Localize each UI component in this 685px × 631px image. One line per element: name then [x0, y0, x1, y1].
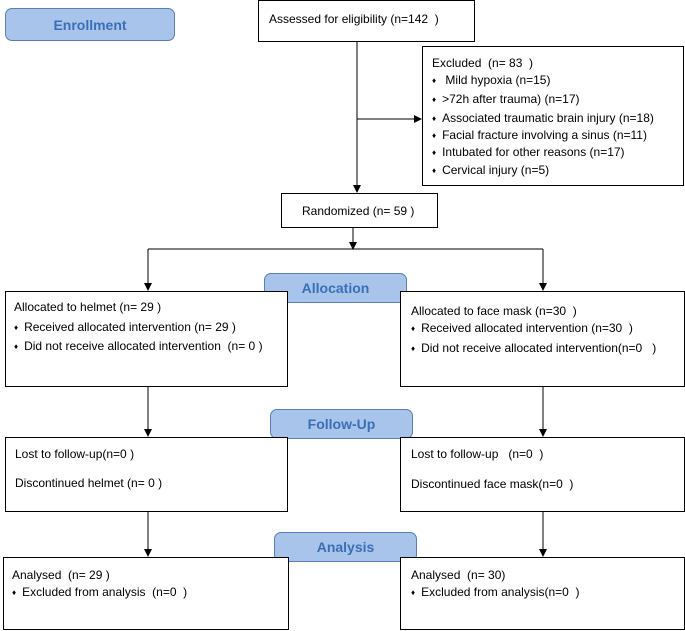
- bullet-icon: ♦: [411, 324, 416, 333]
- followup-helmet-box: Lost to follow-up(n=0 ) Discontinued hel…: [5, 437, 288, 512]
- assessed-text: Assessed for eligibility (n=142 ): [269, 12, 439, 26]
- followup-facemask-lost: Lost to follow-up (n=0 ): [411, 447, 544, 461]
- excluded-item: ♦Intubated for other reasons (n=17): [432, 145, 625, 159]
- excluded-item: ♦Cervical injury (n=5): [432, 163, 550, 177]
- assessed-box: Assessed for eligibility (n=142 ): [258, 0, 475, 42]
- excluded-item: ♦>72h after trauma) (n=17): [432, 92, 580, 106]
- bullet-icon: ♦: [432, 166, 437, 175]
- analysis-facemask-title: Analysed (n= 30): [411, 568, 506, 582]
- allocation-facemask-item: ♦Received allocated intervention (n=30 ): [411, 321, 633, 335]
- bullet-icon: ♦: [14, 323, 19, 332]
- analysis-facemask-item: ♦Excluded from analysis(n=0 ): [411, 585, 580, 599]
- analysis-facemask-box: Analysed (n= 30) ♦Excluded from analysis…: [400, 557, 685, 630]
- analysis-stage-label: Analysis: [274, 532, 417, 562]
- randomized-text: Randomized (n= 59 ): [302, 204, 415, 218]
- followup-helmet-lost: Lost to follow-up(n=0 ): [15, 447, 135, 461]
- bullet-icon: ♦: [432, 114, 437, 123]
- followup-facemask-discontinued: Discontinued face mask(n=0 ): [411, 477, 574, 491]
- allocation-helmet-title: Allocated to helmet (n= 29 ): [14, 300, 162, 314]
- excluded-item: ♦Facial fracture involving a sinus (n=11…: [432, 128, 647, 142]
- followup-facemask-box: Lost to follow-up (n=0 ) Discontinued fa…: [400, 437, 685, 512]
- analysis-helmet-item: ♦Excluded from analysis (n=0 ): [12, 585, 188, 599]
- randomized-box: Randomized (n= 59 ): [281, 193, 438, 228]
- bullet-icon: ♦: [432, 95, 437, 104]
- allocation-helmet-box: Allocated to helmet (n= 29 ) ♦Received a…: [5, 291, 288, 387]
- follow-up-stage-label: Follow-Up: [270, 409, 413, 439]
- bullet-icon: ♦: [432, 76, 437, 85]
- excluded-box: Excluded (n= 83 ) ♦ Mild hypoxia (n=15) …: [422, 46, 684, 186]
- followup-helmet-discontinued: Discontinued helmet (n= 0 ): [15, 476, 163, 490]
- allocation-helmet-item: ♦Did not receive allocated intervention …: [14, 339, 263, 353]
- bullet-icon: ♦: [411, 344, 416, 353]
- excluded-item: ♦Associated traumatic brain injury (n=18…: [432, 111, 654, 125]
- allocation-facemask-title: Allocated to face mask (n=30 ): [411, 304, 577, 318]
- excluded-title: Excluded (n= 83 ): [432, 56, 534, 70]
- bullet-icon: ♦: [411, 588, 416, 597]
- allocation-facemask-box: Allocated to face mask (n=30 ) ♦Received…: [400, 291, 685, 387]
- bullet-icon: ♦: [14, 342, 19, 351]
- bullet-icon: ♦: [432, 148, 437, 157]
- analysis-helmet-box: Analysed (n= 29 ) ♦Excluded from analysi…: [3, 557, 289, 630]
- bullet-icon: ♦: [12, 588, 17, 597]
- excluded-item: ♦ Mild hypoxia (n=15): [432, 73, 551, 87]
- allocation-helmet-item: ♦Received allocated intervention (n= 29 …: [14, 320, 236, 334]
- allocation-facemask-item: ♦Did not receive allocated intervention(…: [411, 341, 657, 355]
- analysis-helmet-title: Analysed (n= 29 ): [12, 568, 110, 582]
- bullet-icon: ♦: [432, 131, 437, 140]
- enrollment-stage-label: Enrollment: [5, 8, 175, 41]
- allocation-stage-label: Allocation: [264, 273, 407, 303]
